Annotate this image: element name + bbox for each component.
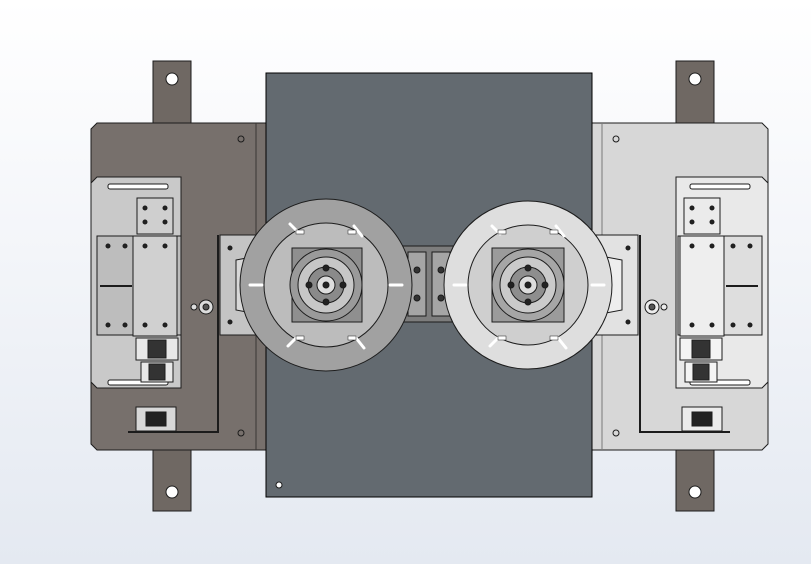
mounting-tab-bottom-right <box>676 445 714 511</box>
right-rotary-disc <box>444 201 612 369</box>
left-rotary-disc <box>240 199 412 371</box>
mounting-tab-top-right <box>676 61 714 127</box>
mounting-tab-top-left <box>153 61 191 127</box>
mounting-tab-bottom-left <box>153 445 191 511</box>
